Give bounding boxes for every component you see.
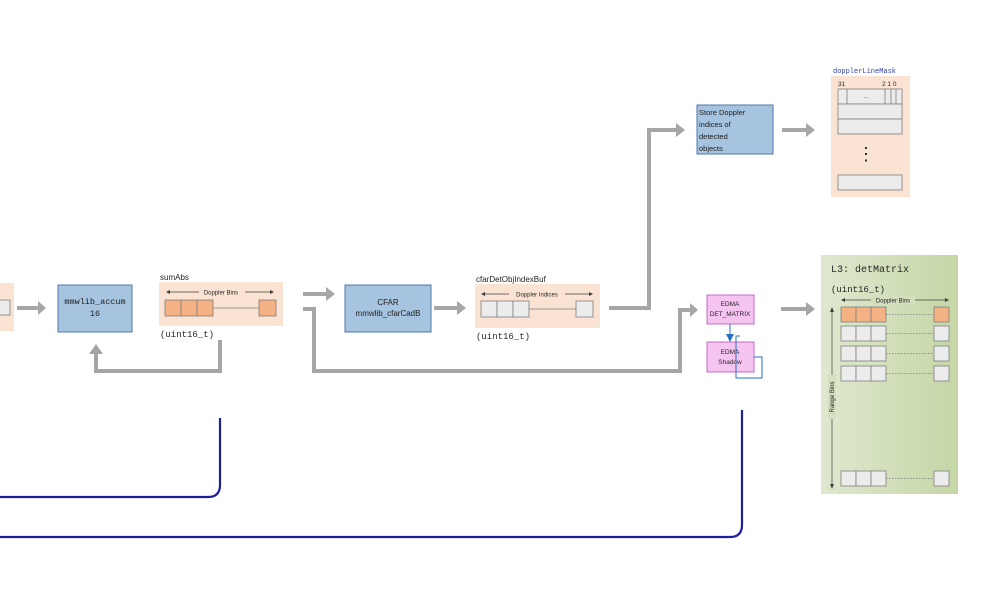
edma-shadow-line1: EDMA bbox=[721, 349, 740, 356]
mask-label: dopplerLineMask bbox=[833, 68, 896, 76]
mask-vdots: ⋮ bbox=[857, 144, 875, 164]
det-matrix-row-3 bbox=[840, 345, 950, 362]
det-matrix-row-last bbox=[840, 470, 950, 487]
arrowheads bbox=[38, 123, 815, 354]
store-doppler-block: Store Doppler indices of detected object… bbox=[696, 104, 774, 155]
store-line4: objects bbox=[699, 144, 723, 153]
edma-shadow-line2: Shadow bbox=[718, 359, 742, 366]
store-line2: indices of bbox=[699, 120, 732, 129]
store-line1: Store Doppler bbox=[699, 108, 746, 117]
edma-link bbox=[726, 324, 763, 379]
sumabs-axis-label: Doppler Bins bbox=[204, 291, 238, 297]
edma-det-line1: EDMA bbox=[721, 301, 740, 308]
accum-block-line2: 16 bbox=[90, 309, 100, 319]
return-line-1 bbox=[0, 418, 222, 499]
cfar-index-axis-label: Doppler Indices bbox=[516, 293, 558, 299]
mask-bit-low: 2 1 0 bbox=[882, 81, 897, 88]
sumabs-label: sumAbs bbox=[160, 273, 189, 282]
edma-shadow-block: EDMA Shadow bbox=[706, 341, 755, 373]
edma-det-line2: DET_MATRIX bbox=[710, 311, 751, 318]
flow-arrows bbox=[17, 128, 806, 373]
accum-block-line1: mmwlib_accum bbox=[64, 297, 125, 307]
det-matrix-row-2 bbox=[840, 325, 950, 342]
edma-det-block: EDMA DET_MATRIX bbox=[706, 294, 755, 325]
det-matrix-type: (uint16_t) bbox=[831, 285, 885, 295]
return-line-2 bbox=[0, 410, 744, 539]
cfar-index-buffer-type: (uint16_t) bbox=[476, 332, 530, 342]
cfar-index-buffer: cfarDetObjIndexBuf Doppler Indices (uint… bbox=[475, 275, 600, 342]
det-matrix-row-4 bbox=[840, 365, 950, 382]
det-matrix-col-axis: Doppler Bins bbox=[876, 299, 910, 305]
mask-bit-high: 31 bbox=[838, 81, 846, 88]
cfar-block-line2: mmwlib_cfarCadB bbox=[356, 309, 421, 318]
store-line3: detected bbox=[699, 132, 728, 141]
doppler-line-mask: dopplerLineMask 31 2 1 0 ... ⋮ bbox=[831, 68, 910, 197]
cfar-block: CFAR mmwlib_cfarCadB bbox=[344, 284, 432, 333]
mask-dots: ... bbox=[863, 93, 869, 100]
partial-left-cell bbox=[0, 299, 11, 316]
sumabs-buffer: sumAbs Doppler Bins (uint16_t) bbox=[159, 273, 283, 340]
det-matrix-title: L3: detMatrix bbox=[831, 264, 909, 276]
sumabs-type: (uint16_t) bbox=[160, 330, 214, 340]
det-matrix-row-1 bbox=[840, 306, 950, 323]
det-matrix: L3: detMatrix (uint16_t) Doppler Bins Ra… bbox=[821, 255, 958, 494]
det-matrix-row-axis: Range Bins bbox=[830, 381, 836, 412]
accum-block: mmwlib_accum 16 bbox=[57, 284, 133, 333]
cfar-index-buffer-label: cfarDetObjIndexBuf bbox=[476, 275, 547, 284]
cfar-block-line1: CFAR bbox=[377, 298, 399, 307]
